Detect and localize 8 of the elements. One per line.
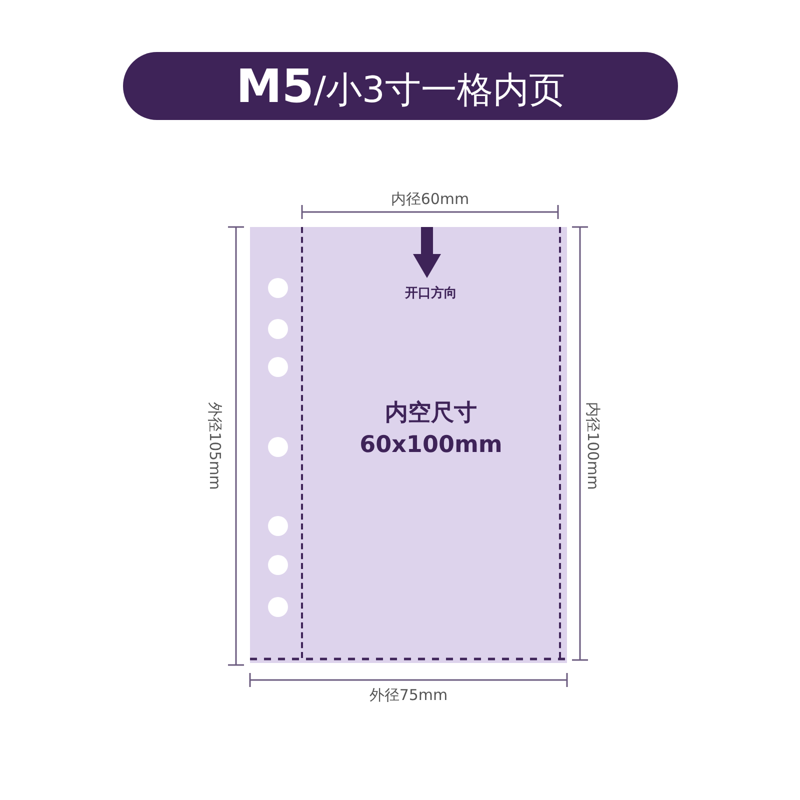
inner-size-label: 内空尺寸 60x100mm: [358, 399, 504, 460]
title: M5/小3寸一格内页: [235, 58, 566, 115]
dimension-label: 内径60mm: [390, 190, 470, 209]
dimension-label: 外径75mm: [368, 686, 449, 705]
dimension-label: 内径100mm: [584, 401, 602, 492]
pocket-outline: [301, 227, 561, 658]
dimension-label: 外径105mm: [206, 401, 224, 492]
direction-label: 开口方向: [404, 285, 458, 303]
